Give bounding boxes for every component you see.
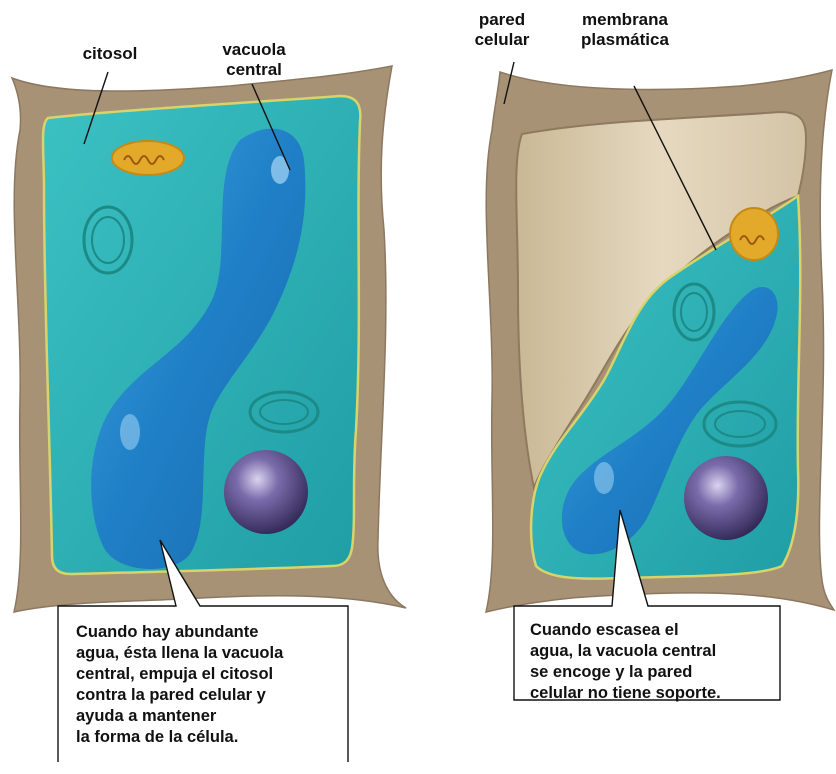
right-nucleus	[684, 456, 768, 540]
right-caption: Cuando escasea el agua, la vacuola centr…	[530, 620, 721, 704]
label-membrana-plasmatica: membrana plasmática	[560, 10, 690, 50]
left-caption: Cuando hay abundante agua, ésta llena la…	[76, 622, 283, 748]
right-cell	[486, 62, 834, 700]
label-citosol: citosol	[70, 44, 150, 64]
label-vacuola-central: vacuola central	[204, 40, 304, 80]
left-nucleus	[224, 450, 308, 534]
left-mitochondrion	[112, 141, 184, 175]
label-pared-celular: pared celular	[462, 10, 542, 50]
right-mitochondrion	[730, 208, 778, 260]
